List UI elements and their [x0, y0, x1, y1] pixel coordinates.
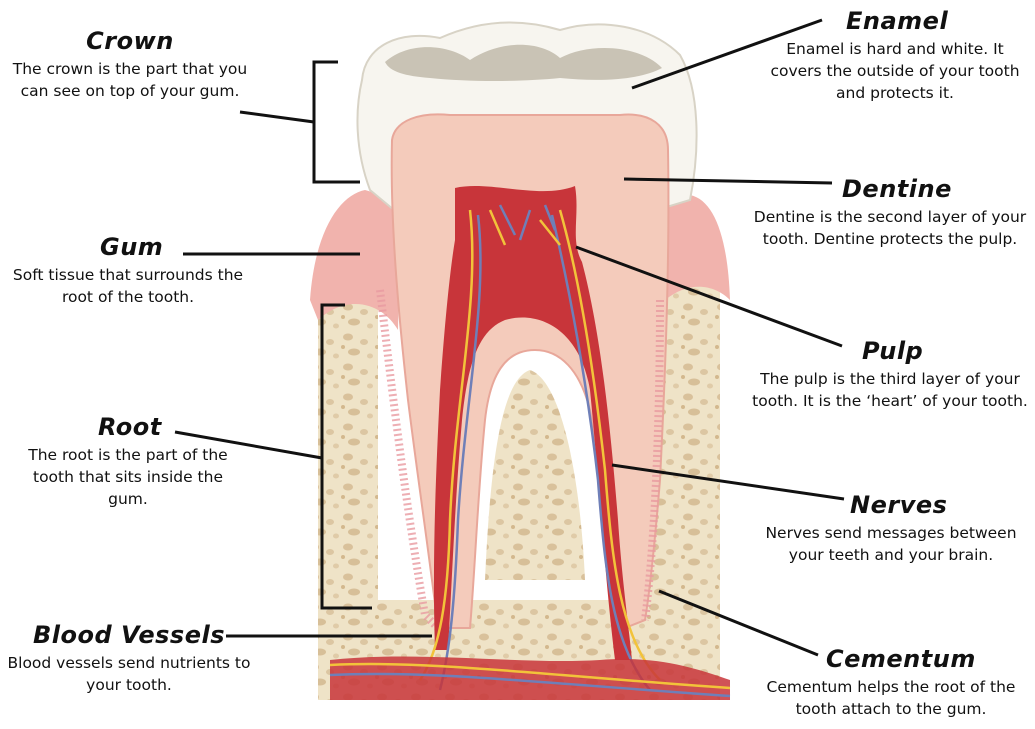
nerves-label: Nerves Nerves send messages between your…	[750, 490, 1032, 566]
enamel-top-shadow	[385, 45, 662, 81]
cementum-title: Cementum	[750, 644, 1032, 674]
pulp-label: Pulp The pulp is the third layer of your…	[746, 336, 1034, 412]
root-label: Root The root is the part of the tooth t…	[12, 412, 244, 510]
gum-title: Gum	[12, 232, 244, 262]
crown-bracket	[314, 62, 360, 182]
blood-vessels-title: Blood Vessels	[4, 620, 254, 650]
enamel-label: Enamel Enamel is hard and white. It cove…	[760, 6, 1030, 104]
crown-title: Crown	[10, 26, 250, 56]
inter-root-bone	[485, 370, 585, 580]
root-description: The root is the part of the tooth that s…	[12, 444, 244, 510]
crown-label: Crown The crown is the part that you can…	[10, 26, 250, 102]
pulp-title: Pulp	[746, 336, 1034, 366]
root-title: Root	[12, 412, 244, 442]
jaw-bone	[318, 274, 378, 644]
gum-description: Soft tissue that surrounds the root of t…	[12, 264, 244, 308]
enamel-description: Enamel is hard and white. It covers the …	[760, 38, 1030, 104]
crown-description: The crown is the part that you can see o…	[10, 58, 250, 102]
dentine-title: Dentine	[748, 174, 1032, 204]
cementum-label: Cementum Cementum helps the root of the …	[750, 644, 1032, 720]
dentine-description: Dentine is the second layer of your toot…	[748, 206, 1032, 250]
gum-label: Gum Soft tissue that surrounds the root …	[12, 232, 244, 308]
dentine-label: Dentine Dentine is the second layer of y…	[748, 174, 1032, 250]
blood-vessels-label: Blood Vessels Blood vessels send nutrien…	[4, 620, 254, 696]
pulp-description: The pulp is the third layer of your toot…	[746, 368, 1034, 412]
crown-pointer	[240, 112, 314, 122]
nerves-description: Nerves send messages between your teeth …	[750, 522, 1032, 566]
cementum-description: Cementum helps the root of the tooth att…	[750, 676, 1032, 720]
nerves-title: Nerves	[750, 490, 1032, 520]
blood-vessels-description: Blood vessels send nutrients to your too…	[4, 652, 254, 696]
enamel-title: Enamel	[760, 6, 1030, 36]
